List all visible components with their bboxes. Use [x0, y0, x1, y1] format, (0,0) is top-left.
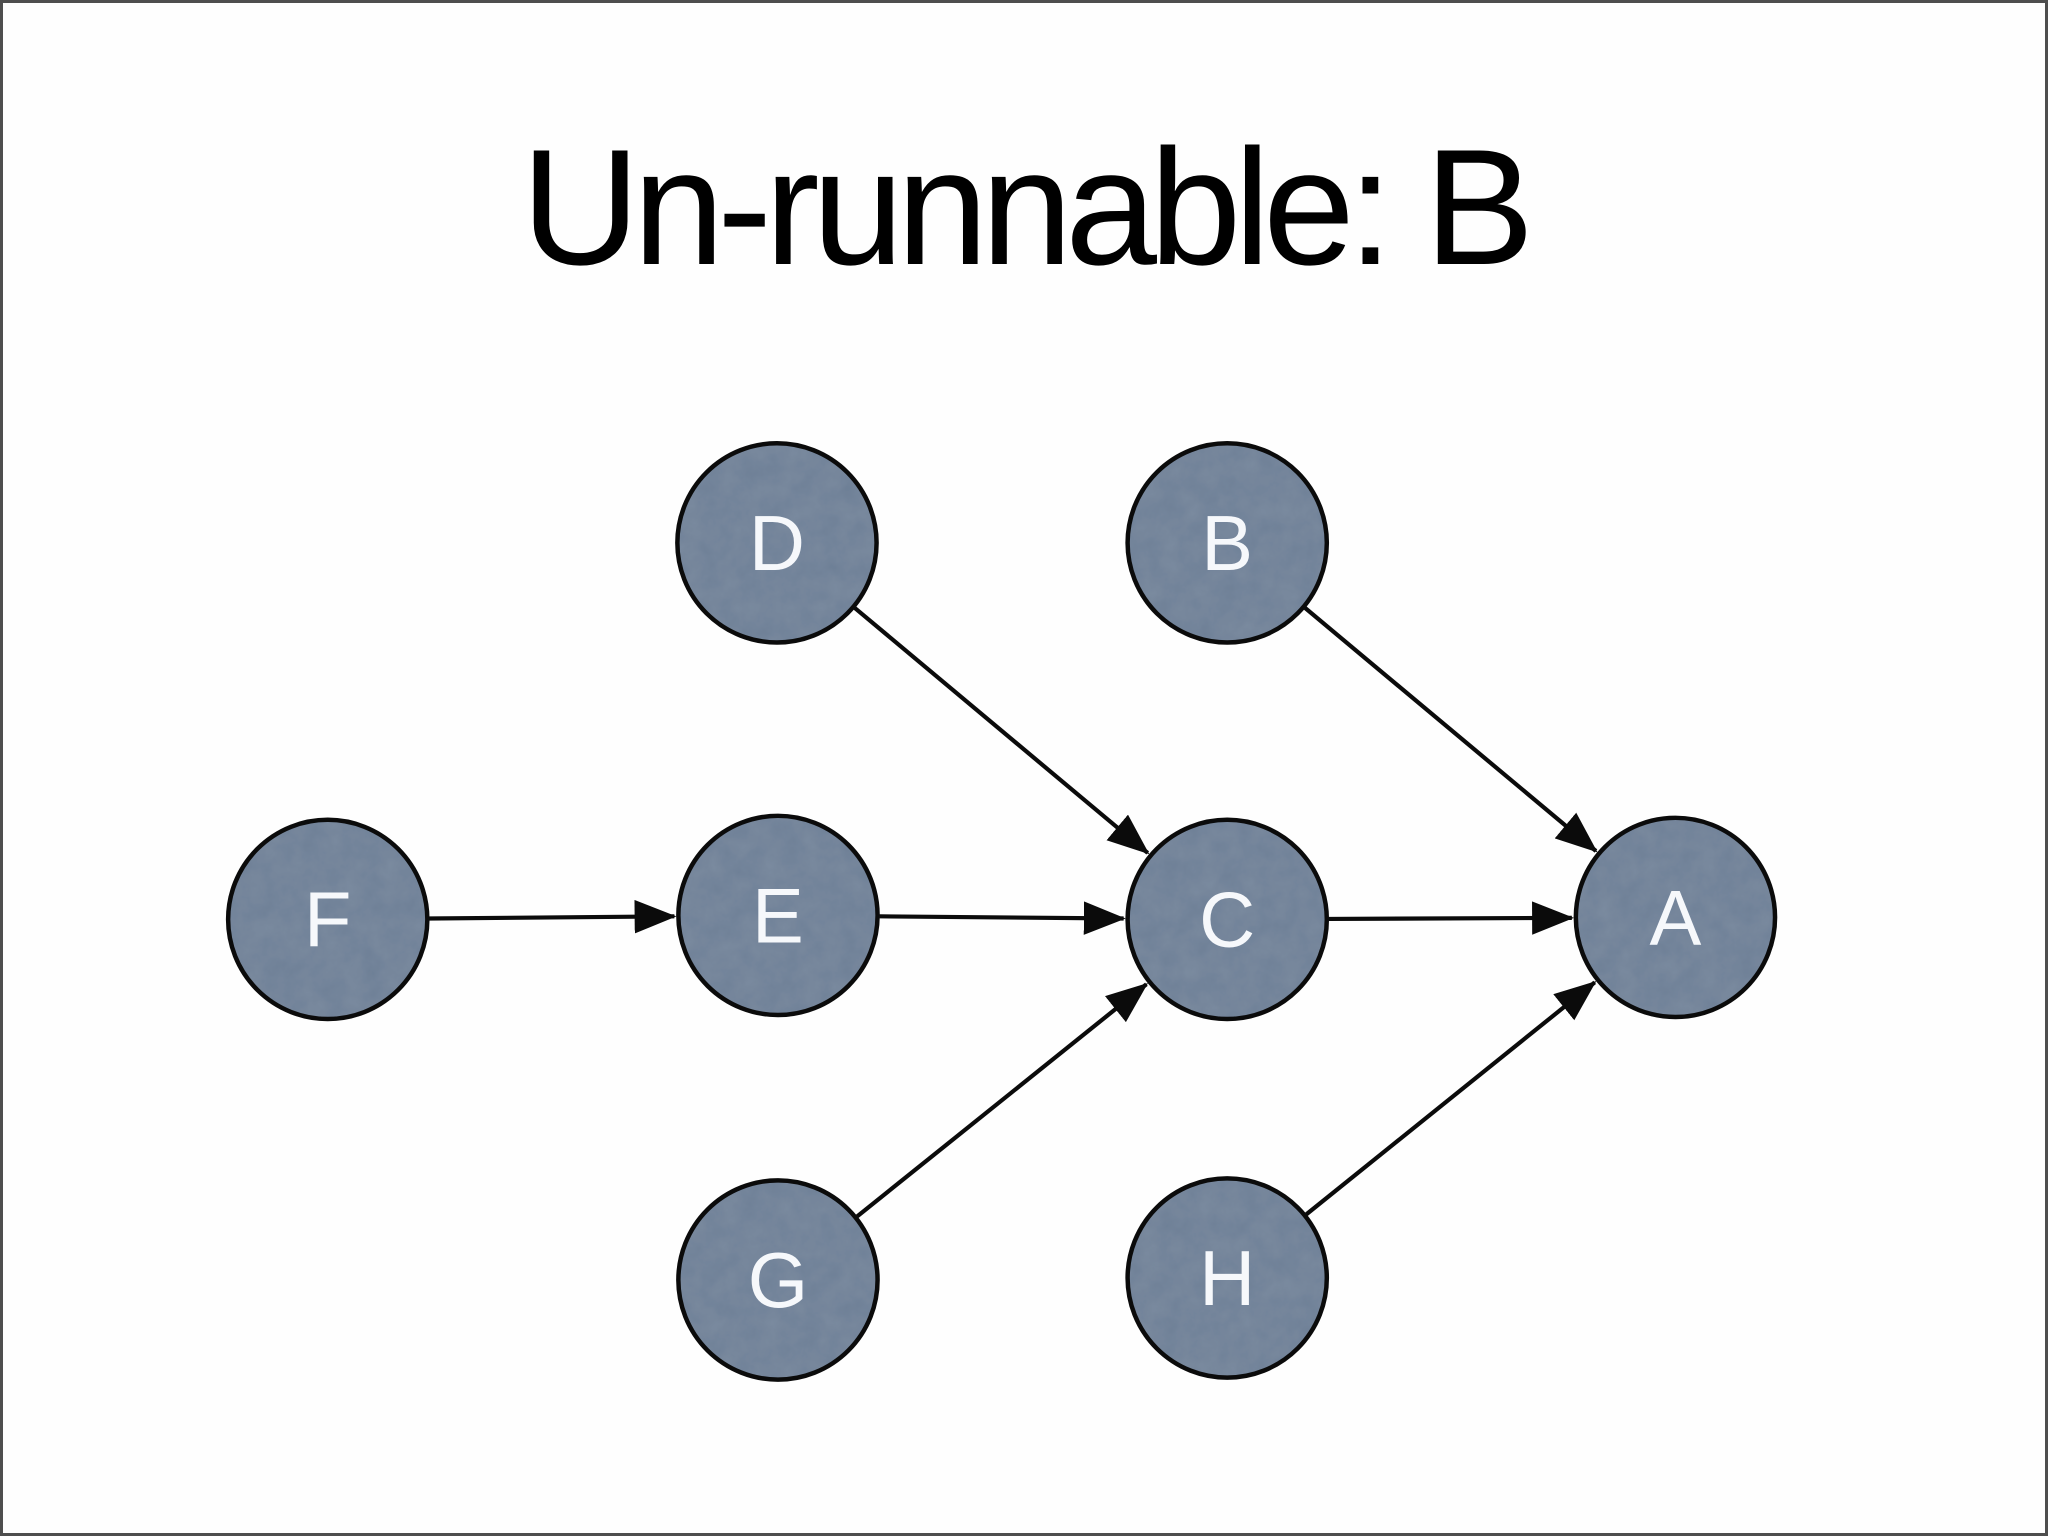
node-outline-F	[225, 817, 430, 1022]
node-label-B: B	[1201, 501, 1253, 587]
node-outline-D	[675, 441, 879, 645]
node-label-D: D	[749, 501, 805, 587]
edge-B-A	[1303, 606, 1598, 853]
node-label-C: C	[1199, 877, 1255, 963]
node-outline-C	[1125, 817, 1330, 1022]
node-label-E: E	[752, 873, 804, 959]
node-circle-B	[1127, 443, 1327, 643]
node-B[interactable]: B	[1125, 441, 1330, 645]
edge-C-A	[1328, 901, 1574, 935]
node-G[interactable]: G	[676, 1178, 880, 1382]
edge-E-C	[879, 901, 1126, 935]
node-F[interactable]: F	[225, 817, 430, 1022]
edges-layer	[429, 606, 1598, 1219]
node-circle-D	[677, 443, 877, 643]
edge-G-C	[855, 982, 1149, 1219]
edge-F-E	[429, 899, 677, 934]
node-outline-G	[676, 1178, 880, 1382]
node-circle-H	[1127, 1178, 1327, 1378]
dependency-graph: D B F E C A G H	[225, 441, 1778, 1382]
node-circle-F	[228, 819, 428, 1020]
node-C[interactable]: C	[1125, 817, 1330, 1022]
node-D[interactable]: D	[675, 441, 879, 645]
node-H[interactable]: H	[1125, 1176, 1330, 1380]
edge-H-A	[1305, 980, 1597, 1216]
node-circle-G	[678, 1180, 878, 1380]
edge-D-C	[853, 606, 1150, 855]
node-A[interactable]: A	[1573, 815, 1778, 1020]
node-outline-B	[1125, 441, 1330, 645]
node-label-G: G	[748, 1238, 808, 1324]
node-circle-C	[1127, 819, 1327, 1020]
nodes-layer: D B F E C A G H	[225, 441, 1778, 1382]
node-outline-E	[676, 813, 880, 1018]
node-circle-A	[1575, 817, 1776, 1018]
slide-title: Un-runnable: B	[521, 115, 1534, 299]
node-outline-A	[1573, 815, 1778, 1020]
node-circle-E	[678, 815, 878, 1016]
node-label-F: F	[304, 877, 351, 963]
node-E[interactable]: E	[676, 813, 880, 1018]
node-label-A: A	[1650, 875, 1702, 961]
node-outline-H	[1125, 1176, 1330, 1380]
node-label-H: H	[1199, 1236, 1255, 1322]
